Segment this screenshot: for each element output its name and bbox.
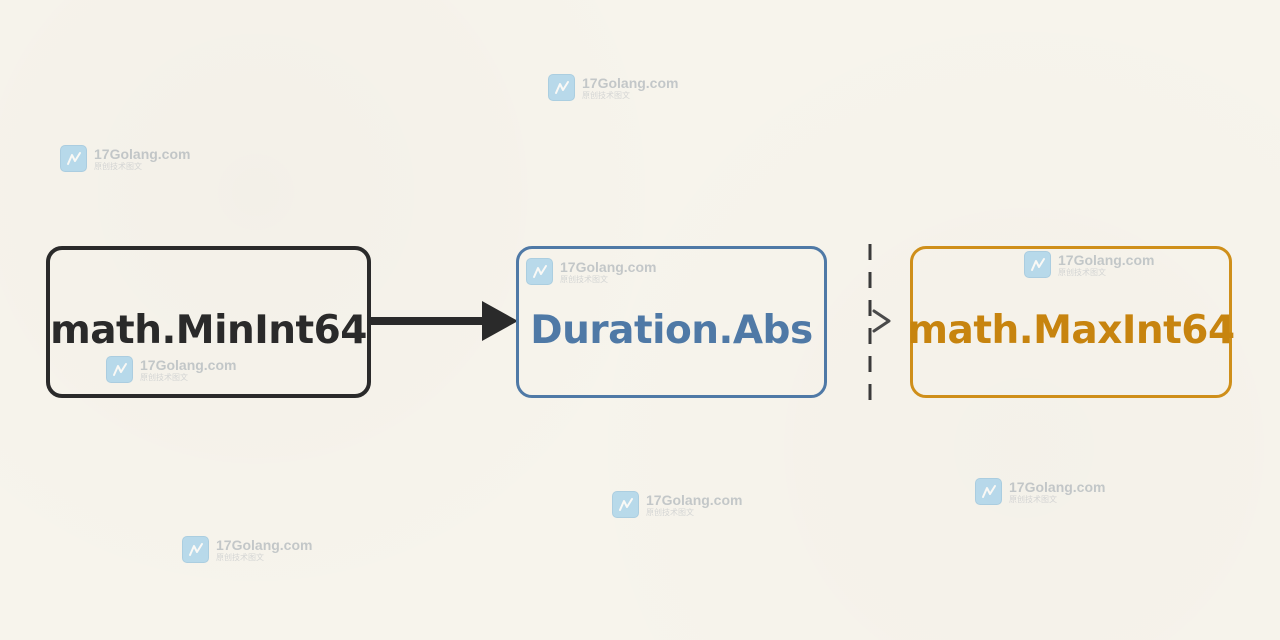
brand-logo-icon [612, 491, 639, 518]
brand-logo-icon [1024, 251, 1051, 278]
watermark-title: 17Golang.com [1058, 251, 1155, 268]
watermark-subtitle: 原创技术图文 [216, 552, 264, 562]
watermark-5: 17Golang.com 原创技术图文 [106, 356, 236, 383]
watermark-subtitle: 原创技术图文 [140, 372, 188, 382]
watermark-subtitle: 原创技术图文 [560, 274, 608, 284]
watermark-title: 17Golang.com [1009, 478, 1106, 495]
arrow-head-icon [482, 301, 518, 341]
brand-logo-icon [60, 145, 87, 172]
node-duration-abs: Duration.Abs [516, 246, 827, 398]
watermark-title: 17Golang.com [560, 258, 657, 275]
watermark-subtitle: 原创技术图文 [1058, 267, 1106, 277]
watermark-7: 17Golang.com 原创技术图文 [975, 478, 1105, 505]
watermark-1: 17Golang.com 原创技术图文 [548, 74, 678, 101]
watermark-title: 17Golang.com [646, 491, 743, 508]
watermark-subtitle: 原创技术图文 [1009, 494, 1057, 504]
brand-logo-icon [975, 478, 1002, 505]
watermark-8: 17Golang.com 原创技术图文 [182, 536, 312, 563]
watermark-subtitle: 原创技术图文 [582, 90, 630, 100]
watermark-title: 17Golang.com [216, 536, 313, 553]
node-min-int64: math.MinInt64 [46, 246, 371, 398]
watermark-subtitle: 原创技术图文 [94, 161, 142, 171]
brand-logo-icon [106, 356, 133, 383]
watermark-subtitle: 原创技术图文 [646, 507, 694, 517]
watermark-4: 17Golang.com 原创技术图文 [1024, 251, 1154, 278]
node-duration-abs-label: Duration.Abs [530, 307, 813, 353]
brand-logo-icon [182, 536, 209, 563]
brand-logo-icon [526, 258, 553, 285]
node-min-int64-label: math.MinInt64 [50, 307, 367, 353]
node-max-int64: math.MaxInt64 [907, 246, 1235, 398]
chevron-right-icon [872, 309, 891, 333]
watermark-3: 17Golang.com 原创技术图文 [526, 258, 656, 285]
watermark-title: 17Golang.com [582, 74, 679, 91]
watermark-title: 17Golang.com [94, 145, 191, 162]
watermark-title: 17Golang.com [140, 356, 237, 373]
brand-logo-icon [548, 74, 575, 101]
node-max-int64-label: math.MaxInt64 [907, 307, 1235, 353]
watermark-2: 17Golang.com 原创技术图文 [60, 145, 190, 172]
watermark-6: 17Golang.com 原创技术图文 [612, 491, 742, 518]
